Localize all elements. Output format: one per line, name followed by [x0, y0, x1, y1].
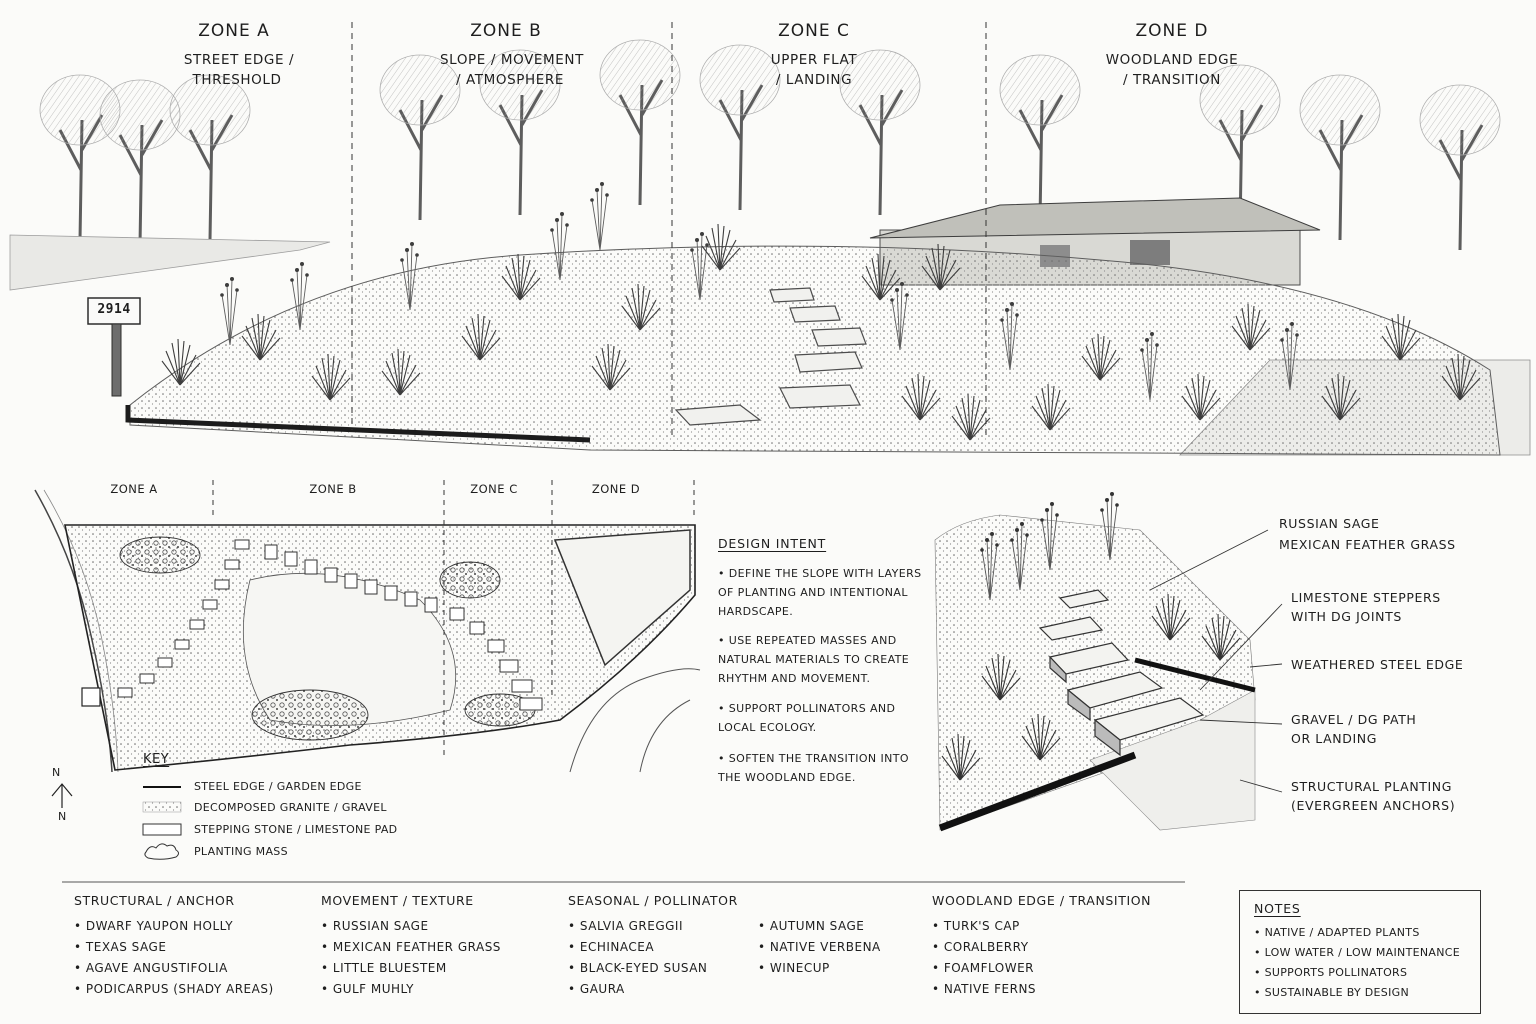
key-title: KEY [143, 752, 170, 767]
key-item-steel-edge: STEEL EDGE / GARDEN EDGE [194, 780, 362, 793]
plan-zone-d-label: ZONE D [591, 482, 641, 496]
callout-dg-joints: WITH DG JOINTS [1291, 609, 1402, 624]
plant-item: AGAVE ANGUSTIFOLIA [74, 958, 314, 979]
plant-item: FOAMFLOWER [932, 958, 1172, 979]
plant-item: NATIVE FERNS [932, 979, 1172, 1000]
north-arrow [51, 783, 73, 808]
design-intent-item: SUPPORT POLLINATORS AND LOCAL ECOLOGY. [718, 699, 923, 737]
zone-b-subtitle-2: / ATMOSPHERE [455, 72, 565, 88]
perspective-scene [9, 38, 1531, 456]
design-intent-title: DESIGN INTENT [718, 536, 827, 551]
zone-c-subtitle-2: / LANDING [775, 72, 853, 88]
plant-item: TURK'S CAP [932, 916, 1172, 937]
design-intent-item: USE REPEATED MASSES AND NATURAL MATERIAL… [718, 631, 923, 688]
plant-item: SALVIA GREGGII [568, 916, 758, 937]
plant-item: WINECUP [758, 958, 928, 979]
zone-d-title: ZONE D [1135, 21, 1209, 41]
north-label-bottom: N [58, 810, 67, 823]
zone-b-subtitle-1: SLOPE / MOVEMENT [440, 52, 584, 68]
plant-item: CORALBERRY [932, 937, 1172, 958]
key-item-decomposed-granite: DECOMPOSED GRANITE / GRAVEL [194, 801, 387, 814]
north-label-top: N [52, 766, 61, 779]
plant-item: RUSSIAN SAGE [321, 916, 561, 937]
zone-a-subtitle-1: STREET EDGE / [183, 52, 295, 68]
plant-item: DWARF YAUPON HOLLY [74, 916, 314, 937]
zone-c-title: ZONE C [778, 21, 850, 41]
plant-item: GULF MUHLY [321, 979, 561, 1000]
category-movement-list: RUSSIAN SAGE MEXICAN FEATHER GRASS LITTL… [321, 916, 561, 1000]
plant-item: AUTUMN SAGE [758, 916, 928, 937]
plant-item: ECHINACEA [568, 937, 758, 958]
plant-item: LITTLE BLUESTEM [321, 958, 561, 979]
notes-list: NATIVE / ADAPTED PLANTS LOW WATER / LOW … [1254, 923, 1476, 1003]
callout-structural-planting: STRUCTURAL PLANTING [1291, 779, 1453, 794]
category-woodland-title: WOODLAND EDGE / TRANSITION [932, 893, 1152, 908]
callout-weathered-steel-edge: WEATHERED STEEL EDGE [1291, 657, 1464, 672]
zone-a-title: ZONE A [198, 21, 270, 41]
category-structural-list: DWARF YAUPON HOLLY TEXAS SAGE AGAVE ANGU… [74, 916, 314, 1000]
key-symbols [142, 786, 182, 860]
callout-limestone-steppers: LIMESTONE STEPPERS [1291, 590, 1441, 605]
category-woodland-list: TURK'S CAP CORALBERRY FOAMFLOWER NATIVE … [932, 916, 1172, 1000]
plan-view [34, 489, 701, 773]
design-intent-item: DEFINE THE SLOPE WITH LAYERS OF PLANTING… [718, 564, 923, 621]
category-seasonal-list: SALVIA GREGGII ECHINACEA BLACK-EYED SUSA… [568, 916, 758, 1000]
zone-d-subtitle-2: / TRANSITION [1123, 72, 1221, 88]
callout-russian-sage: RUSSIAN SAGE [1279, 516, 1380, 531]
steps-detail [934, 491, 1283, 832]
note-item: SUPPORTS POLLINATORS [1254, 963, 1476, 983]
key-item-planting-mass: PLANTING MASS [194, 845, 288, 858]
plant-item: TEXAS SAGE [74, 937, 314, 958]
mailbox-number: 2914 [97, 302, 131, 317]
plant-item: PODICARPUS (SHADY AREAS) [74, 979, 314, 1000]
plant-item: MEXICAN FEATHER GRASS [321, 937, 561, 958]
zone-a-subtitle-2: THRESHOLD [192, 72, 282, 88]
category-structural-title: STRUCTURAL / ANCHOR [74, 893, 235, 908]
notes-box: NOTES NATIVE / ADAPTED PLANTS LOW WATER … [1239, 890, 1481, 1014]
plan-zone-c-label: ZONE C [470, 482, 518, 496]
callout-evergreen-anchors: (EVERGREEN ANCHORS) [1291, 798, 1456, 813]
zone-d-subtitle-1: WOODLAND EDGE [1105, 52, 1239, 68]
note-item: LOW WATER / LOW MAINTENANCE [1254, 943, 1476, 963]
note-item: SUSTAINABLE BY DESIGN [1254, 983, 1476, 1003]
key-item-stepping-stone: STEPPING STONE / LIMESTONE PAD [194, 823, 398, 836]
plant-item: GAURA [568, 979, 758, 1000]
notes-title: NOTES [1254, 901, 1301, 916]
plant-item: BLACK-EYED SUSAN [568, 958, 758, 979]
plan-zone-b-label: ZONE B [309, 482, 357, 496]
design-intent-item: SOFTEN THE TRANSITION INTO THE WOODLAND … [718, 749, 923, 787]
plan-zone-a-label: ZONE A [110, 482, 158, 496]
zone-b-title: ZONE B [470, 21, 542, 41]
plant-item: NATIVE VERBENA [758, 937, 928, 958]
callout-gravel-path: GRAVEL / DG PATH [1291, 712, 1417, 727]
category-seasonal-title: SEASONAL / POLLINATOR [568, 893, 738, 908]
category-movement-title: MOVEMENT / TEXTURE [321, 893, 474, 908]
callout-or-landing: OR LANDING [1291, 731, 1377, 746]
note-item: NATIVE / ADAPTED PLANTS [1254, 923, 1476, 943]
zone-c-subtitle-1: UPPER FLAT [770, 52, 858, 68]
callout-mexican-feather-grass: MEXICAN FEATHER GRASS [1279, 537, 1456, 552]
category-seasonal-list-2: AUTUMN SAGE NATIVE VERBENA WINECUP [758, 916, 928, 979]
